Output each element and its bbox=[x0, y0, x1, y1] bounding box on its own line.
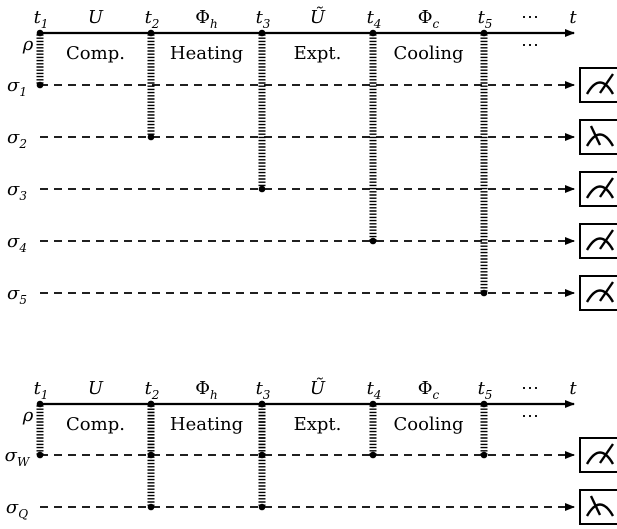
ancilla-label: σ4 bbox=[7, 231, 27, 255]
timeline-ellipsis: ⋯ bbox=[521, 35, 539, 56]
time-point-label: t2 bbox=[145, 378, 160, 402]
time-point-label: t1 bbox=[34, 378, 49, 402]
time-point-label: t5 bbox=[478, 7, 493, 31]
ancilla-label: σ3 bbox=[7, 179, 27, 203]
operation-label: Φc bbox=[418, 7, 440, 31]
coupling-spring bbox=[147, 400, 155, 511]
stage-label: Heating bbox=[170, 414, 243, 435]
operation-label: Φc bbox=[418, 378, 440, 402]
stage-label: Expt. bbox=[294, 414, 342, 435]
measurement-meter-icon bbox=[579, 275, 617, 311]
operation-label: Φh bbox=[195, 378, 218, 402]
timeline-ellipsis: ⋯ bbox=[521, 378, 539, 399]
system-state-label: ρ bbox=[22, 34, 34, 55]
stage-label: Cooling bbox=[393, 414, 463, 435]
ancilla-label: σW bbox=[5, 445, 31, 469]
operation-label: U bbox=[88, 7, 104, 28]
time-point-label: t2 bbox=[145, 7, 160, 31]
time-point-label: t4 bbox=[367, 378, 382, 402]
coupling-spring bbox=[36, 29, 44, 89]
coupling-spring bbox=[258, 29, 266, 193]
stage-label: Comp. bbox=[66, 414, 125, 435]
stage-label: Expt. bbox=[294, 43, 342, 64]
measurement-meter-icon bbox=[579, 67, 617, 103]
system-state-label: ρ bbox=[22, 405, 34, 426]
ancilla-label: σ5 bbox=[7, 283, 27, 307]
time-axis-label: t bbox=[569, 378, 577, 399]
operation-label: Ũ bbox=[310, 376, 326, 399]
ancilla-label: σQ bbox=[6, 497, 28, 521]
time-point-label: t3 bbox=[256, 7, 271, 31]
time-point-label: t5 bbox=[478, 378, 493, 402]
coupling-spring bbox=[258, 400, 266, 511]
ancilla-label: σ2 bbox=[7, 127, 27, 151]
timeline-ellipsis: ⋯ bbox=[521, 7, 539, 28]
coupling-spring bbox=[369, 400, 377, 459]
timeline-ellipsis: ⋯ bbox=[521, 406, 539, 427]
coupling-spring bbox=[36, 400, 44, 459]
stage-label: Cooling bbox=[393, 43, 463, 64]
time-point-label: t1 bbox=[34, 7, 49, 31]
time-point-label: t3 bbox=[256, 378, 271, 402]
stage-label: Comp. bbox=[66, 43, 125, 64]
measurement-meter-icon bbox=[579, 119, 617, 155]
time-axis-label: t bbox=[569, 7, 577, 28]
stage-label: Heating bbox=[170, 43, 243, 64]
time-point-label: t4 bbox=[367, 7, 382, 31]
coupling-spring bbox=[147, 29, 155, 141]
measurement-meter-icon bbox=[579, 437, 617, 473]
operation-label: Ũ bbox=[310, 5, 326, 28]
coupling-spring bbox=[480, 29, 488, 297]
measurement-meter-icon bbox=[579, 223, 617, 259]
measurement-meter-icon bbox=[579, 489, 617, 525]
measurement-meter-icon bbox=[579, 171, 617, 207]
operation-label: Φh bbox=[195, 7, 218, 31]
coupling-spring bbox=[480, 400, 488, 459]
ancilla-label: σ1 bbox=[7, 75, 27, 99]
operation-label: U bbox=[88, 378, 104, 399]
coupling-spring bbox=[369, 29, 377, 245]
